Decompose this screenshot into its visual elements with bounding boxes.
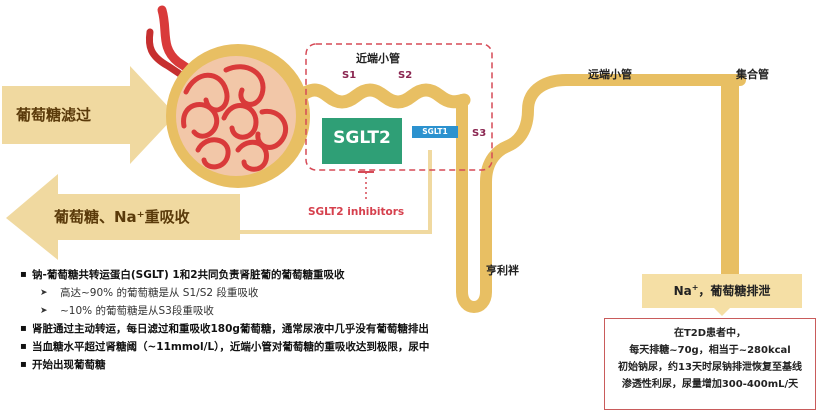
distal-label: 远端小管 <box>588 68 632 81</box>
s3-label: S3 <box>472 128 487 139</box>
bullet-sub-10-text: ~10% 的葡萄糖是从S3段重吸收 <box>60 305 214 317</box>
collecting-label: 集合管 <box>736 68 769 81</box>
s1-label: S1 <box>342 70 357 81</box>
bullet-sub-90: ➤ 高达~90% 的葡萄糖是从 S1/S2 段重吸收 <box>20 284 490 302</box>
sglt2-label: SGLT2 <box>333 128 391 148</box>
capillary-tuft <box>181 64 289 172</box>
excretion-label: Na+，葡萄糖排泄 <box>642 282 802 299</box>
vessel-efferent <box>145 28 190 82</box>
filtration-arrow <box>2 66 176 164</box>
info-line-1: 在T2D患者中， <box>673 328 747 339</box>
excretion-prefix: Na <box>673 284 692 298</box>
vessel-afferent <box>157 5 201 79</box>
bullet-threshold-cont: 开始出现葡萄糖 <box>20 356 490 374</box>
reabsorption-arrow <box>6 174 240 260</box>
bullet-threshold: 当血糖水平超过肾糖阈（~11mmol/L），近端小管对葡萄糖的重吸收达到极限，尿… <box>20 338 490 356</box>
reabsorption-label: 葡萄糖、Na⁺重吸收 <box>54 208 190 226</box>
proximal-label: 近端小管 <box>356 52 400 65</box>
info-line-4: 渗透性利尿，尿量增加300-400mL/天 <box>621 379 799 390</box>
t2d-info-box: 在T2D患者中， 每天排糖~70g，相当于~280kcal 初始钠尿，约13天时… <box>604 318 816 410</box>
loop-label: 亨利袢 <box>486 264 519 277</box>
inhibitor-label: SGLT2 inhibitors <box>308 206 405 218</box>
reabsorption-line <box>240 150 432 234</box>
filtration-label: 葡萄糖滤过 <box>16 106 92 124</box>
bullet-sub-10: ➤ ~10% 的葡萄糖是从S3段重吸收 <box>20 302 490 320</box>
sub-arrow-icon: ➤ <box>40 288 48 298</box>
bullet-list: 钠-葡萄糖共转运蛋白(SGLT) 1和2共同负责肾脏葡的葡萄糖重吸收 ➤ 高达~9… <box>20 266 490 374</box>
sglt2-box <box>322 118 402 164</box>
info-line-3: 初始钠尿，约13天时尿钠排泄恢复至基线 <box>618 362 802 373</box>
sub-arrow-icon: ➤ <box>40 306 48 316</box>
info-line-2: 每天排糖~70g，相当于~280kcal <box>629 345 791 356</box>
proximal-region-box <box>305 43 493 171</box>
excretion-sup: + <box>691 283 699 292</box>
excretion-rest: ，葡萄糖排泄 <box>698 284 771 298</box>
bullet-sub-90-text: 高达~90% 的葡萄糖是从 S1/S2 段重吸收 <box>60 287 259 299</box>
s2-label: S2 <box>398 70 413 81</box>
loop-tubule <box>456 74 696 313</box>
excretion-box <box>642 274 802 316</box>
bullet-sglt: 钠-葡萄糖共转运蛋白(SGLT) 1和2共同负责肾脏葡的葡萄糖重吸收 <box>20 266 490 284</box>
bullet-active-transport: 肾脏通过主动转运，每日滤过和重吸收180g葡萄糖，通常尿液中几乎没有葡萄糖排出 <box>20 320 490 338</box>
sglt1-box <box>412 126 458 138</box>
proximal-tubule <box>293 83 471 109</box>
sglt1-label: SGLT1 <box>422 127 448 136</box>
